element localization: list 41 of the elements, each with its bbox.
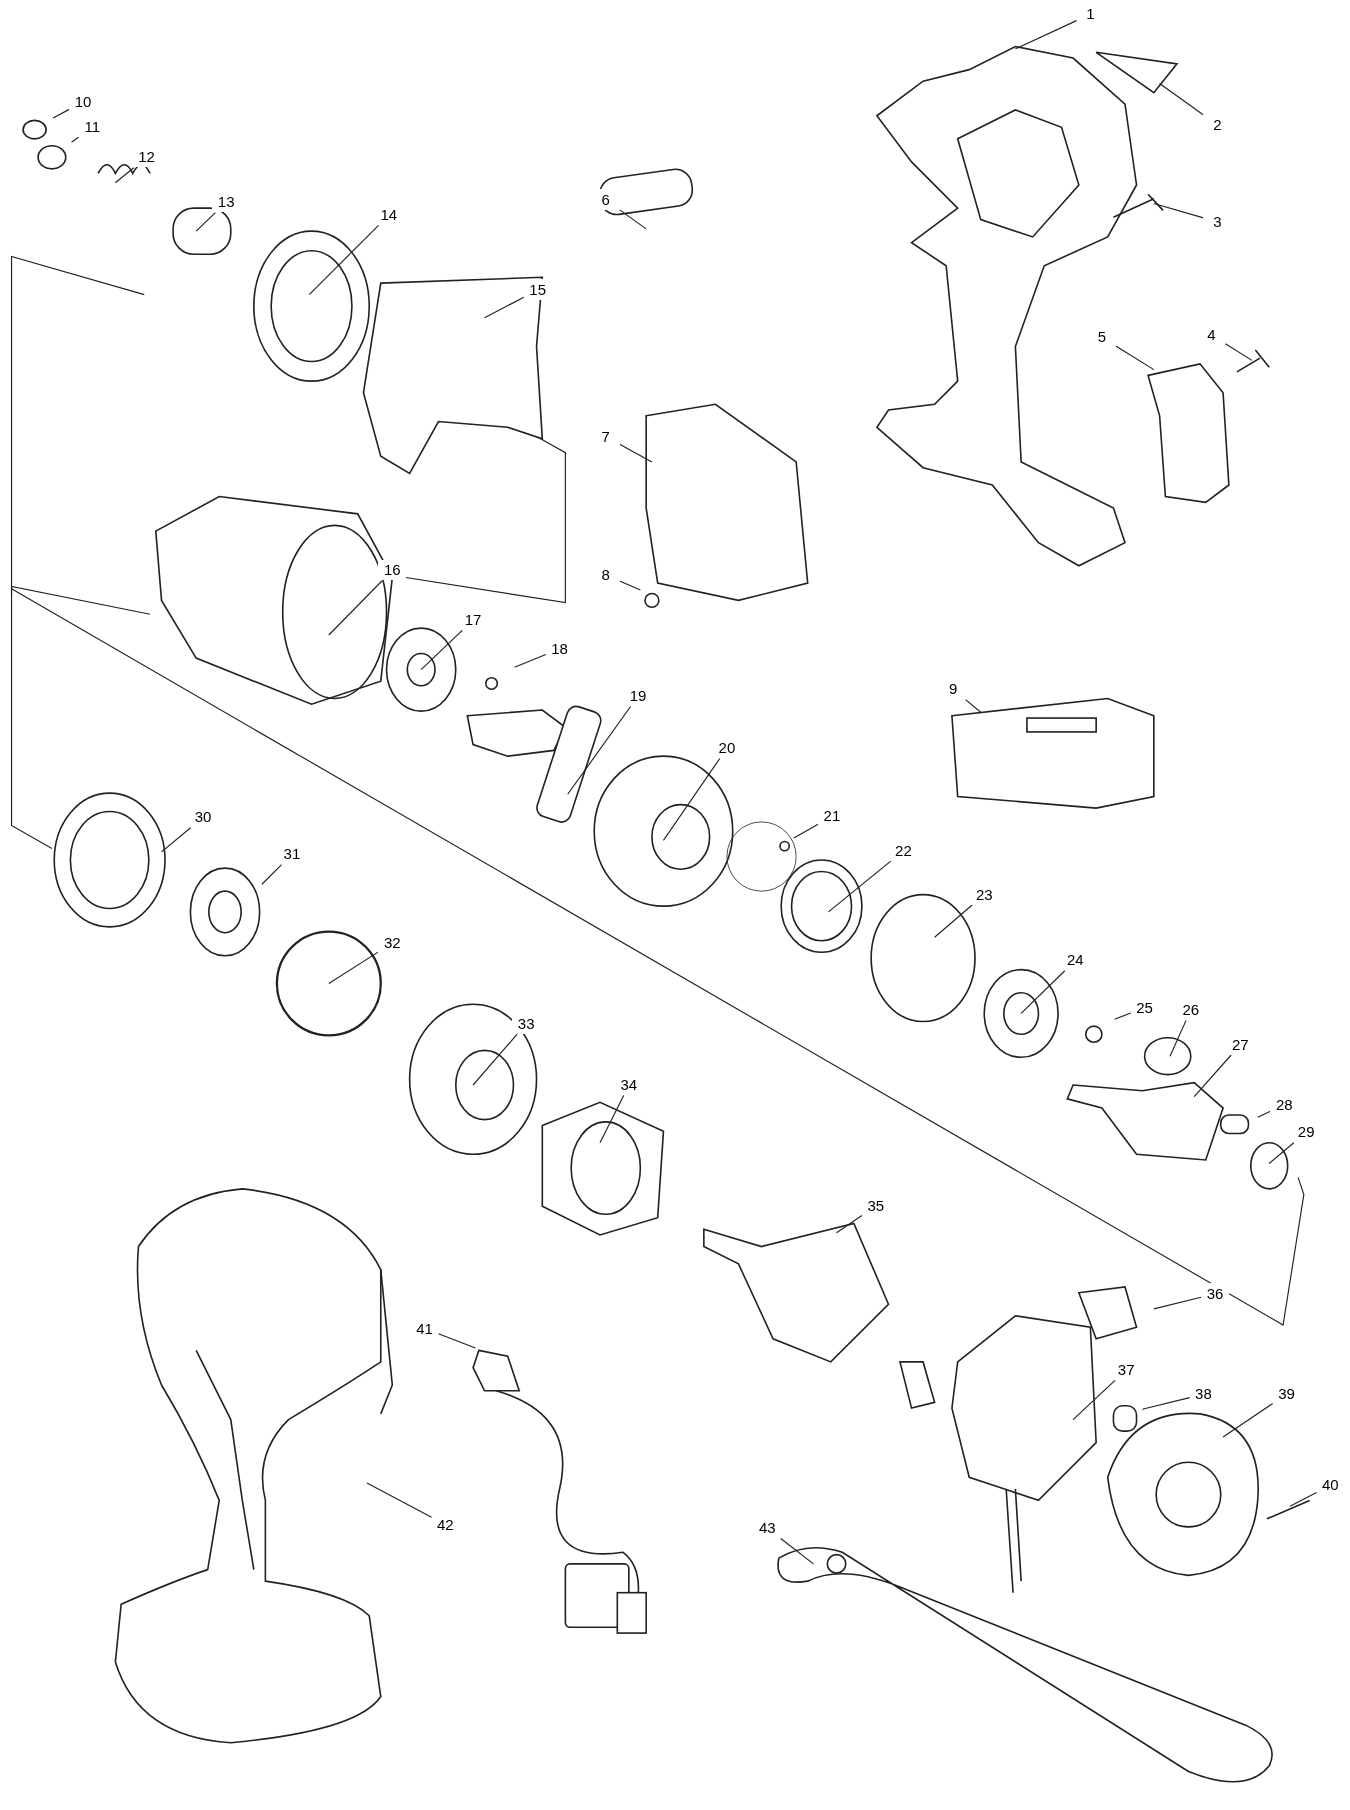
leader-line (1115, 345, 1155, 371)
leader-line (793, 823, 819, 839)
leader-line (328, 951, 380, 985)
leader-line (1159, 82, 1205, 116)
leader-line (484, 296, 525, 319)
leader-line (964, 699, 982, 713)
leader-line (1268, 1142, 1295, 1165)
leader-line (567, 705, 632, 795)
leader-line (52, 108, 70, 119)
leader-line (1224, 343, 1253, 361)
leader-line (114, 167, 135, 184)
leader-line (437, 1333, 476, 1349)
callout-number: 16 (378, 559, 407, 581)
leader-line (1222, 1402, 1274, 1438)
leader-line (619, 580, 641, 591)
leader-line (780, 1537, 815, 1565)
leader-line (599, 1094, 625, 1144)
leader-line (195, 212, 216, 232)
leader-line (1153, 202, 1205, 219)
leader-line (1289, 1491, 1318, 1507)
leader-line (827, 860, 892, 913)
leader-line (70, 136, 80, 143)
leader-line (308, 224, 380, 296)
leader-line (1169, 1019, 1187, 1057)
leader-line (1153, 1296, 1202, 1310)
leader-line (472, 1033, 518, 1086)
leader-line (619, 443, 653, 463)
leader-line (1014, 20, 1078, 50)
leader-line (1141, 1397, 1191, 1410)
leader-line (619, 209, 647, 230)
leader-line (1114, 1012, 1132, 1020)
leader-line (328, 580, 383, 636)
leader-line (835, 1214, 863, 1234)
leader-line (366, 1482, 433, 1518)
leader-line (1072, 1379, 1116, 1421)
leader-line (1193, 1054, 1232, 1098)
leader-line (662, 757, 721, 841)
leader-line (1257, 1110, 1271, 1118)
leader-line (261, 864, 283, 885)
leader-line (160, 827, 192, 853)
leader-line (514, 653, 547, 668)
